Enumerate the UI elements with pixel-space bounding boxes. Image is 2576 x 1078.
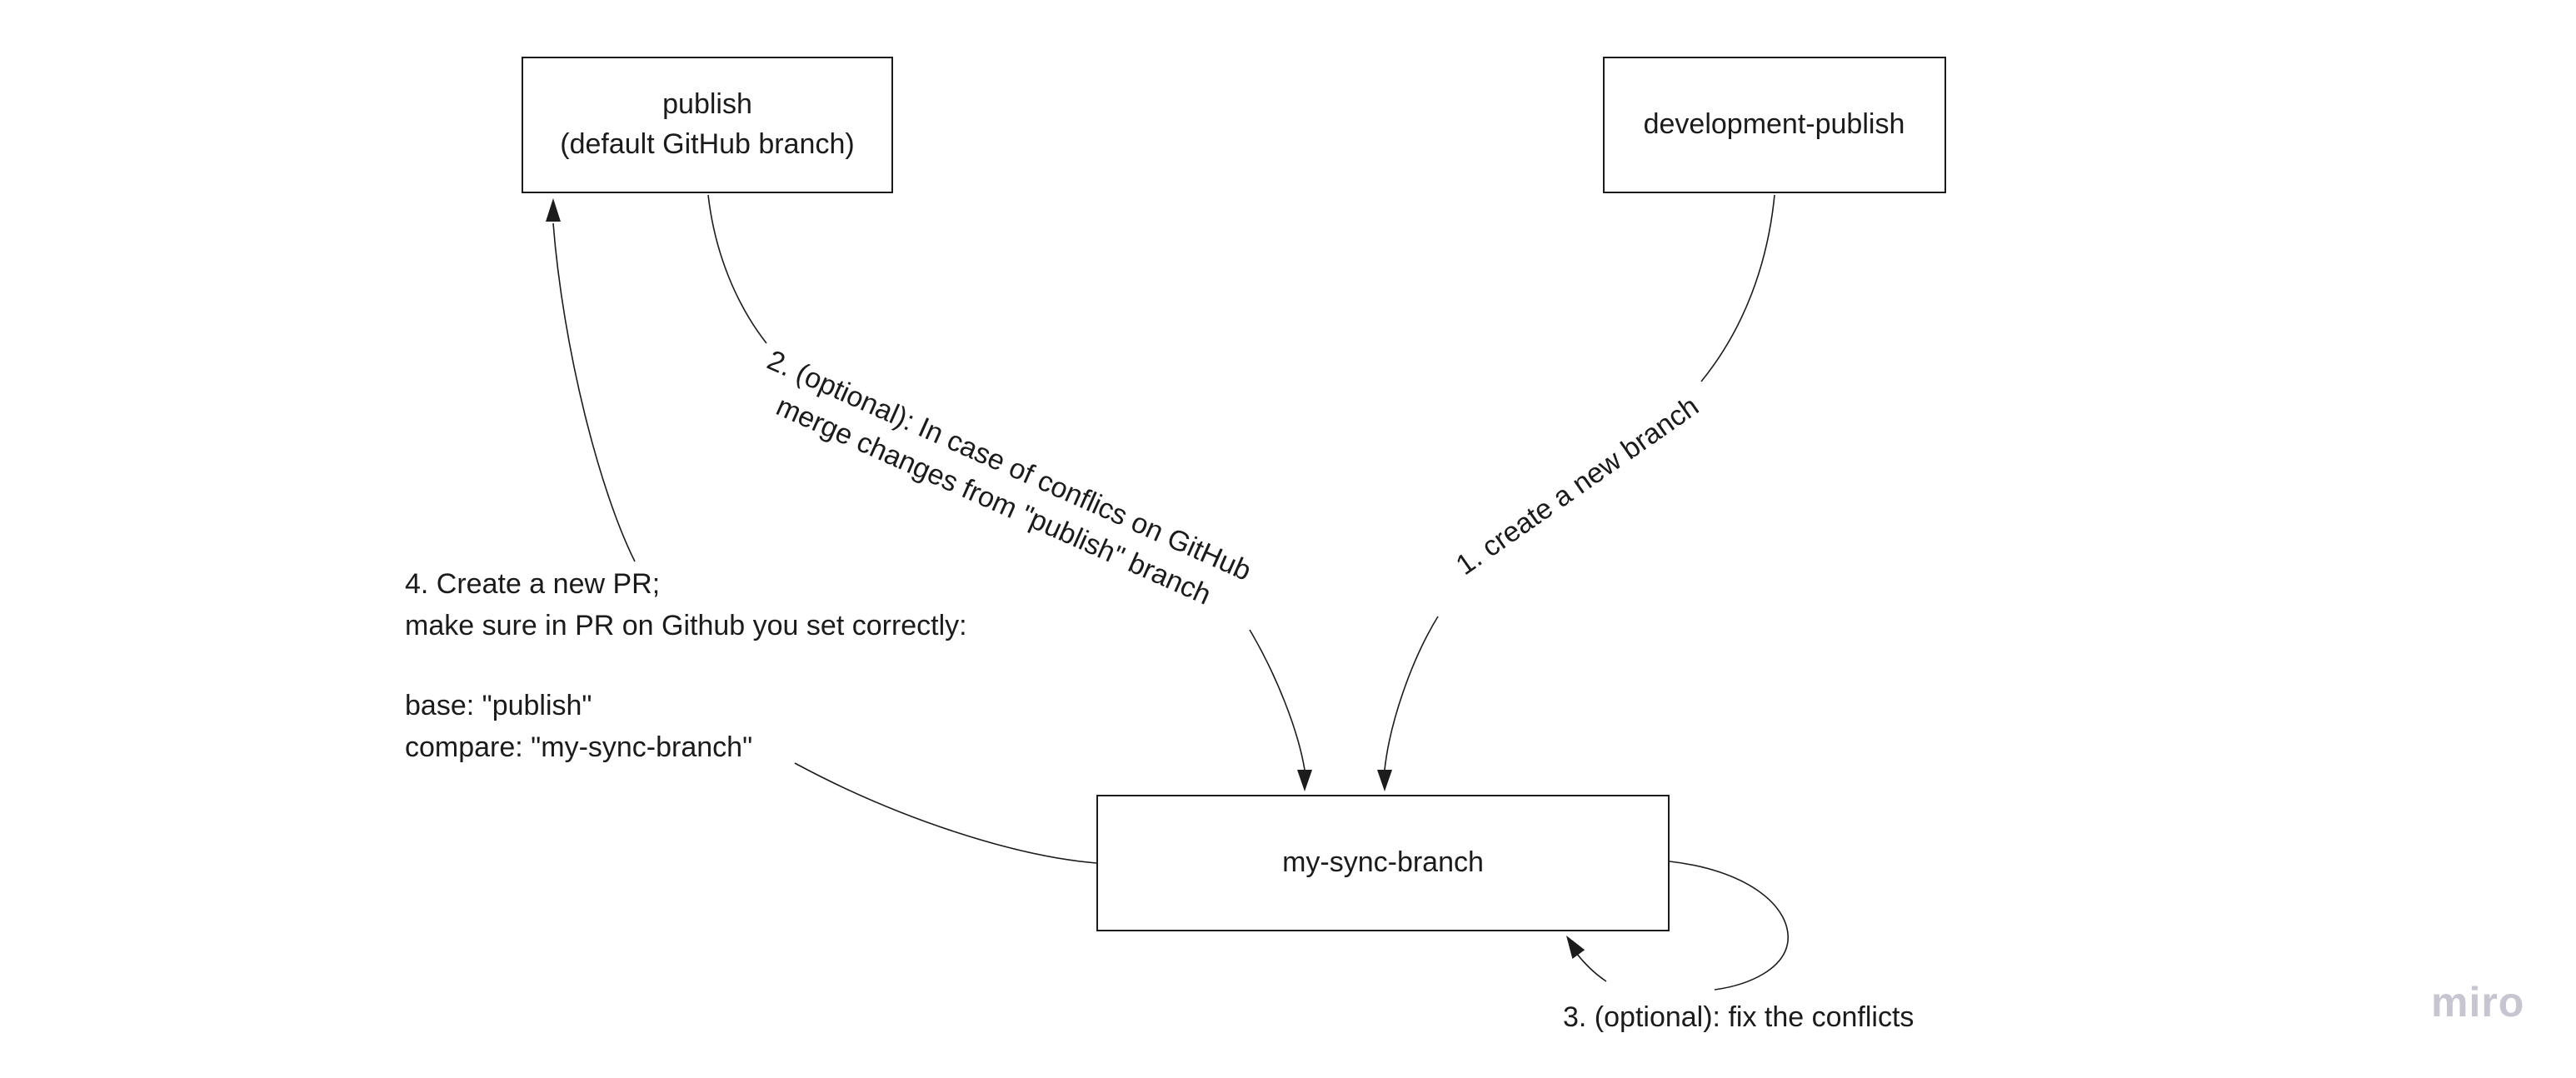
connector-fix-conflicts-loop-segment[interactable] xyxy=(1669,861,1789,991)
arrowhead-up-left-icon xyxy=(1566,936,1585,959)
arrowhead-down-icon xyxy=(1377,770,1392,791)
connector-create-pr-upper-segment[interactable] xyxy=(552,222,636,562)
edge-label-create-pr[interactable]: 4. Create a new PR; make sure in PR on G… xyxy=(405,563,967,768)
edge-label-fix-conflicts[interactable]: 3. (optional): fix the conflicts xyxy=(1563,1001,1915,1033)
edge-label-create-pr-line3: base: "publish" xyxy=(405,690,592,721)
connector-fix-conflicts[interactable] xyxy=(1566,861,1789,991)
node-publish-branch[interactable]: publish (default GitHub branch) xyxy=(522,56,893,192)
connector-create-branch-upper-segment[interactable] xyxy=(1700,194,1775,382)
connector-create-pr[interactable] xyxy=(546,198,1097,864)
edge-label-create-pr-line4: compare: "my-sync-branch" xyxy=(405,731,753,763)
edge-label-create-pr-line1: 4. Create a new PR; xyxy=(405,568,661,600)
node-publish-label-line1: publish xyxy=(662,87,752,119)
connector-create-branch-lower-segment[interactable] xyxy=(1384,616,1439,771)
node-development-publish-label: development-publish xyxy=(1643,108,1905,140)
edge-label-create-pr-line2: make sure in PR on Github you set correc… xyxy=(405,610,967,641)
arrowhead-up-icon xyxy=(546,198,561,222)
node-my-sync-branch[interactable]: my-sync-branch xyxy=(1096,795,1670,931)
connector-merge-changes[interactable] xyxy=(707,194,1312,791)
node-my-sync-branch-label: my-sync-branch xyxy=(1282,846,1484,878)
connector-merge-changes-lower-segment[interactable] xyxy=(1249,629,1305,771)
node-development-publish-branch[interactable]: development-publish xyxy=(1602,57,1946,193)
arrowhead-down-icon xyxy=(1297,770,1312,791)
connector-create-branch[interactable] xyxy=(1377,194,1775,791)
node-publish-label-line2: (default GitHub branch) xyxy=(560,127,855,159)
miro-logo: miro xyxy=(2431,980,2525,1026)
connector-merge-changes-upper-segment[interactable] xyxy=(707,194,767,344)
connector-create-pr-lower-segment[interactable] xyxy=(794,762,1097,864)
